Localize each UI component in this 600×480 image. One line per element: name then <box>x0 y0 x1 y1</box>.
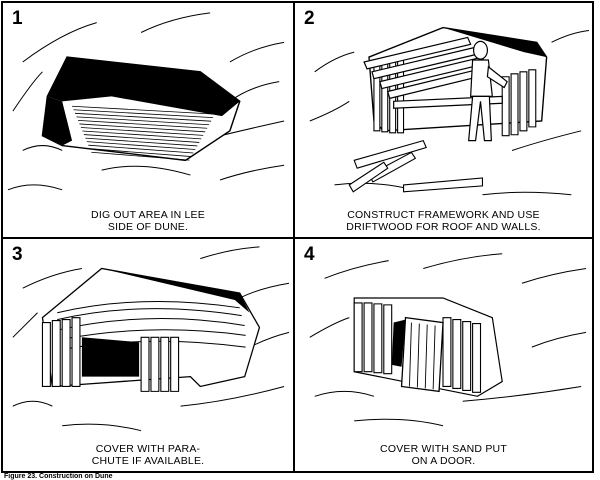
panel-2: 2 CONSTRUCT FRAMEWORK AND USE DRIFTWOOD … <box>293 1 594 239</box>
pit-hatch-line <box>90 149 192 157</box>
panel-4: 4 COVER WITH SAND PUT ON A DOOR. <box>293 237 594 473</box>
panel-3: 3 COVER WITH PARA- CHUTE IF AVAILABLE. <box>1 237 295 473</box>
pit-hatch-line <box>74 110 214 118</box>
panel-number: 1 <box>12 8 23 29</box>
caption-line-1: DIG OUT AREA IN LEE <box>91 209 205 221</box>
panel-caption: DIG OUT AREA IN LEE SIDE OF DUNE. <box>3 209 293 233</box>
panel-1: 1 DIG OUT AREA IN LEE SIDE OF DUNE. <box>1 1 295 239</box>
pit-hatch-line <box>75 113 211 121</box>
pit-hatch-line <box>78 120 207 128</box>
caption-line-2: CHUTE IF AVAILABLE. <box>91 455 205 467</box>
pit-hatch-line <box>85 138 197 146</box>
caption-line-1: COVER WITH SAND PUT <box>380 443 507 455</box>
pit-hatch-line <box>88 145 193 153</box>
dug-pit-illustration <box>3 3 293 237</box>
framework-illustration <box>295 26 592 237</box>
pit-hatch-line <box>81 127 203 135</box>
caption-line-1: COVER WITH PARA- <box>95 443 201 455</box>
pit-hatch-line <box>82 131 201 139</box>
panel-number: 4 <box>304 244 315 265</box>
caption-line-2: SIDE OF DUNE. <box>107 221 189 233</box>
caption-line-1: CONSTRUCT FRAMEWORK AND USE <box>347 209 540 221</box>
pit-hatch-line <box>87 142 196 150</box>
pit-hatch-line <box>72 106 215 114</box>
panel-number: 2 <box>304 8 315 29</box>
panel-caption: CONSTRUCT FRAMEWORK AND USE DRIFTWOOD FO… <box>295 209 592 233</box>
panel-caption: COVER WITH SAND PUT ON A DOOR. <box>295 443 592 467</box>
pit-hatch-line <box>76 117 209 125</box>
pit-hatch-line <box>84 135 199 143</box>
figure-caption: Figure 23. Construction on Dune <box>4 473 113 480</box>
pit-hatch-line <box>91 152 189 160</box>
pit-hatch-line <box>79 124 205 132</box>
panel-caption: COVER WITH PARA- CHUTE IF AVAILABLE. <box>3 443 293 467</box>
sand-cover-illustration <box>295 239 592 471</box>
parachute-cover-illustration <box>3 239 293 471</box>
caption-line-2: ON A DOOR. <box>411 455 476 467</box>
panel-number: 3 <box>12 244 23 265</box>
caption-line-2: DRIFTWOOD FOR ROOF AND WALLS. <box>346 221 541 233</box>
